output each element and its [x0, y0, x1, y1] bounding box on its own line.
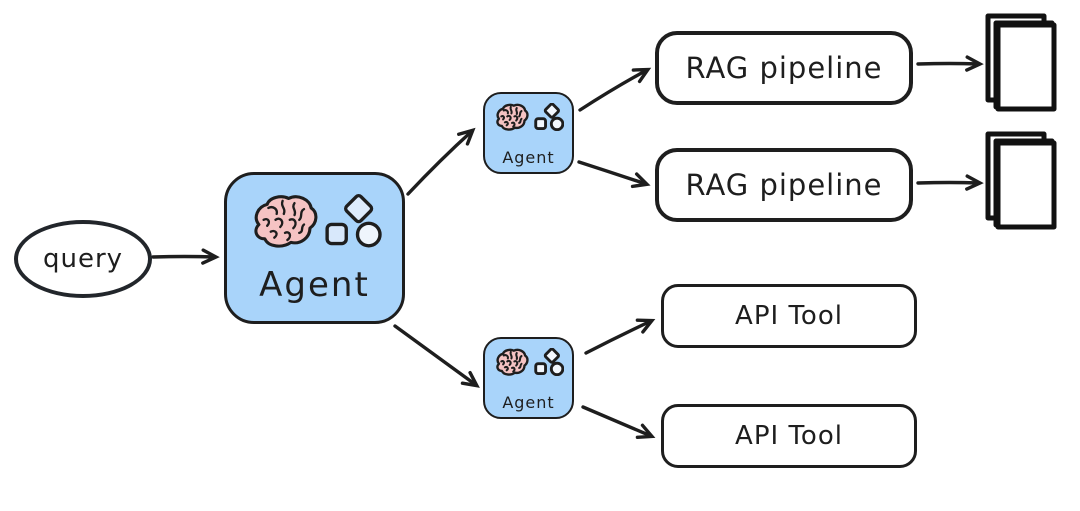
shapes-icon	[534, 347, 565, 380]
brain-icon	[247, 191, 323, 255]
sub-agent-top-label: Agent	[502, 148, 555, 167]
api-tool-2-label: API Tool	[735, 421, 843, 451]
sub-agent-top-node: Agent	[483, 92, 574, 174]
query-label: query	[42, 244, 124, 274]
arrow-rag-1-to-documents-1	[916, 55, 984, 72]
arrow-main-agent-to-sub-agent-bottom	[393, 324, 480, 388]
brain-icon	[493, 102, 531, 136]
main-agent-label: Agent	[259, 265, 370, 305]
arrow-sub-agent-bottom-to-api-1	[584, 318, 656, 355]
rag-pipeline-1-label: RAG pipeline	[685, 51, 883, 85]
rag-pipeline-2-node: RAG pipeline	[655, 148, 913, 222]
main-agent-node: Agent	[224, 172, 405, 324]
arrow-sub-agent-top-to-rag-1	[578, 67, 652, 112]
shapes-icon	[534, 102, 565, 135]
query-node: query	[14, 220, 152, 298]
api-tool-1-node: API Tool	[661, 284, 917, 348]
rag-pipeline-2-label: RAG pipeline	[685, 168, 883, 202]
arrow-query-to-main-agent	[151, 248, 220, 265]
api-tool-2-node: API Tool	[661, 404, 917, 468]
rag-pipeline-1-node: RAG pipeline	[655, 31, 913, 105]
sub-agent-bottom-label: Agent	[502, 393, 555, 412]
sub-agent-bottom-icons	[493, 347, 565, 381]
documents-icon	[984, 13, 1072, 119]
api-tool-1-label: API Tool	[735, 301, 843, 331]
brain-icon	[493, 347, 531, 381]
arrow-rag-2-to-documents-2	[916, 174, 984, 191]
main-agent-icons	[247, 191, 382, 255]
sub-agent-bottom-node: Agent	[483, 337, 574, 419]
documents-icon	[984, 131, 1072, 237]
sub-agent-top-icons	[493, 102, 565, 136]
arrow-sub-agent-top-to-rag-2	[577, 160, 651, 189]
shapes-icon	[323, 194, 383, 252]
arrow-sub-agent-bottom-to-api-2	[581, 405, 656, 439]
arrow-main-agent-to-sub-agent-top	[406, 127, 476, 196]
